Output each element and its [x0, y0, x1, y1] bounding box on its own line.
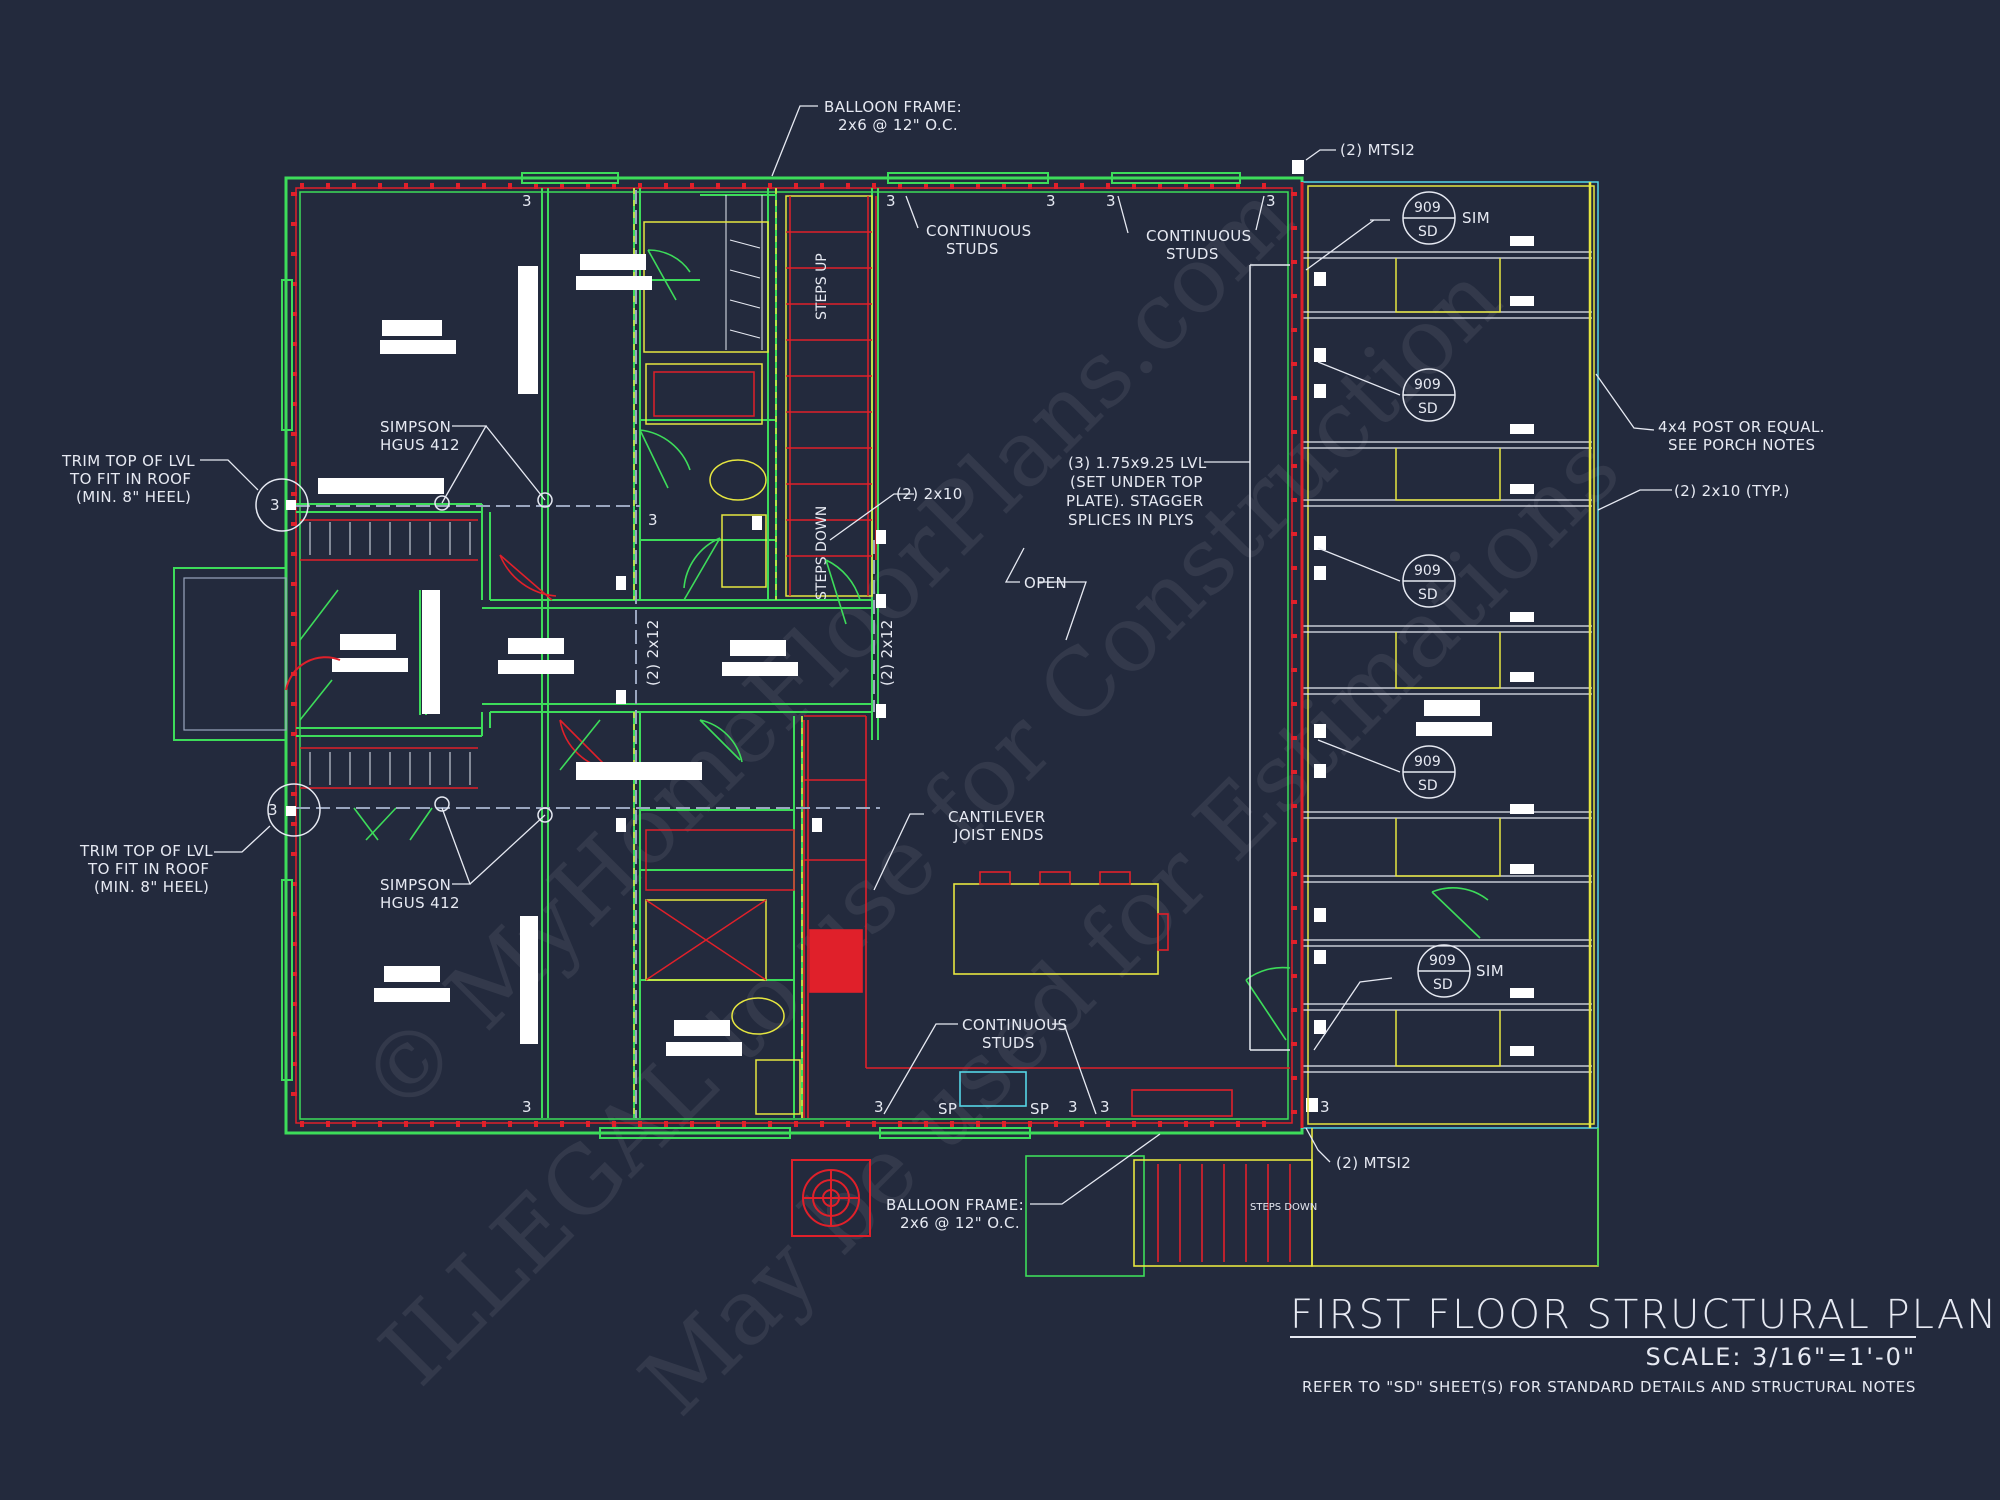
trim-top-1-line2: TO FIT IN ROOF [69, 470, 191, 488]
beam-lines [296, 190, 1290, 1118]
section-markers [255, 478, 553, 837]
kitchen [803, 715, 1290, 1118]
trim-top-2-line3: (MIN. 8" HEEL) [94, 878, 209, 896]
porch-steps [1025, 1128, 1599, 1277]
steps-down-label: STEPS DOWN [814, 506, 830, 600]
simpson-top-line1: SIMPSON [380, 418, 451, 436]
detail-bubble-2-bottom: SD [1418, 401, 1438, 417]
trim-top-2-line2: TO FIT IN ROOF [87, 860, 209, 878]
balloon-frame-top-line2: 2x6 @ 12" O.C. [838, 116, 958, 134]
mark-3-c: 3 [1046, 192, 1056, 210]
plan-scale: SCALE: 3/16"=1'-0" [1645, 1343, 1916, 1371]
two-2x10-typ-label: (2) 2x10 (TYP.) [1674, 482, 1790, 500]
mark-3-m: 3 [1320, 1098, 1330, 1116]
cantilever-line2: JOIST ENDS [953, 826, 1044, 844]
porch-post-blocks [1510, 236, 1534, 1056]
continuous-studs-3a: CONTINUOUS [962, 1016, 1068, 1034]
mark-3-i: 3 [522, 1098, 532, 1116]
trim-top-1-line1: TRIM TOP OF LVL [61, 452, 195, 470]
detail-bubble-3-bottom: SD [1418, 587, 1438, 603]
title-underline [1290, 1336, 1916, 1338]
beam-2x12-b: (2) 2x12 [878, 619, 896, 686]
mark-3-b: 3 [886, 192, 896, 210]
continuous-studs-1a: CONTINUOUS [926, 222, 1032, 240]
trim-top-2-line1: TRIM TOP OF LVL [79, 842, 213, 860]
porch-steps-down-label: STEPS DOWN [1250, 1202, 1317, 1213]
detail-bubble-4-top: 909 [1414, 754, 1441, 770]
lvl-note-line3: PLATE). STAGGER [1066, 492, 1204, 510]
post-note-line1: 4x4 POST OR EQUAL. [1658, 418, 1825, 436]
windows [281, 172, 1241, 1139]
lvl-note-line1: (3) 1.75x9.25 LVL [1068, 454, 1207, 472]
mark-3-f: 3 [270, 496, 280, 514]
house-outline-inner-2 [299, 191, 1289, 1120]
balloon-frame-top-line1: BALLOON FRAME: [824, 98, 962, 116]
beam-2x12-a: (2) 2x12 [644, 619, 662, 686]
detail-bubble-4-bottom: SD [1418, 778, 1438, 794]
detail-bubble-1-bottom: SD [1418, 224, 1438, 240]
detail-bubble-1-top: 909 [1414, 200, 1441, 216]
plan-title: FIRST FLOOR STRUCTURAL PLAN [1290, 1292, 1999, 1338]
continuous-studs-3b: STUDS [982, 1034, 1035, 1052]
mtsi2-top: (2) MTSI2 [1340, 141, 1415, 159]
detail-bubble-3-top: 909 [1414, 563, 1441, 579]
lvl-note-line4: SPLICES IN PLYS [1068, 511, 1194, 529]
bath-fixtures [645, 363, 801, 1115]
open-label: OPEN [1024, 574, 1067, 592]
trim-top-1-line3: (MIN. 8" HEEL) [76, 488, 191, 506]
detail-bubble-5-bottom: SD [1433, 977, 1453, 993]
cantilever-line1: CANTILEVER [948, 808, 1046, 826]
closet-shelving [300, 195, 769, 789]
mark-3-d: 3 [1106, 192, 1116, 210]
header-blocks [286, 160, 1492, 1112]
sim-label-1: SIM [1462, 209, 1490, 227]
lvl-note-line2: (SET UNDER TOP [1070, 473, 1203, 491]
mark-3-j: 3 [874, 1098, 884, 1116]
sp-label-1: SP [938, 1100, 957, 1118]
detail-bubble-5-top: 909 [1429, 953, 1456, 969]
balloon-frame-bottom-line2: 2x6 @ 12" O.C. [900, 1214, 1020, 1232]
mark-3-l: 3 [1068, 1098, 1078, 1116]
continuous-studs-2b: STUDS [1166, 245, 1219, 263]
exterior-walls [281, 172, 1304, 1139]
annotations: BALLOON FRAME: 2x6 @ 12" O.C. (2) MTSI2 … [61, 98, 1825, 1232]
left-bay [173, 567, 341, 741]
refer-note: REFER TO "SD" SHEET(S) FOR STANDARD DETA… [1301, 1378, 1916, 1396]
sim-label-2: SIM [1476, 962, 1504, 980]
side-porch [1300, 181, 1599, 1129]
continuous-studs-1b: STUDS [946, 240, 999, 258]
leader-lines [200, 105, 1672, 1205]
interior-wall-studs [633, 188, 803, 1118]
two-2x10-label: (2) 2x10 [896, 485, 963, 503]
simpson-bottom-line1: SIMPSON [380, 876, 451, 894]
simpson-bottom-line2: HGUS 412 [380, 894, 460, 912]
post-note-line2: SEE PORCH NOTES [1668, 436, 1815, 454]
mark-3-a: 3 [522, 192, 532, 210]
simpson-top-line2: HGUS 412 [380, 436, 460, 454]
mark-3-k: 3 [1100, 1098, 1110, 1116]
balloon-frame-bottom-line1: BALLOON FRAME: [886, 1196, 1024, 1214]
continuous-studs-2a: CONTINUOUS [1146, 227, 1252, 245]
stair-up [785, 195, 877, 597]
mark-3-g: 3 [268, 801, 278, 819]
detail-bubbles [1402, 191, 1471, 998]
detail-bubble-2-top: 909 [1414, 377, 1441, 393]
mark-3-h: 3 [648, 511, 658, 529]
steps-up-label: STEPS UP [814, 253, 830, 320]
mtsi2-bottom: (2) MTSI2 [1336, 1154, 1411, 1172]
door-swings [299, 249, 1489, 1041]
sp-label-2: SP [1030, 1100, 1049, 1118]
exterior-vent [791, 1159, 871, 1237]
mark-3-e: 3 [1266, 192, 1276, 210]
